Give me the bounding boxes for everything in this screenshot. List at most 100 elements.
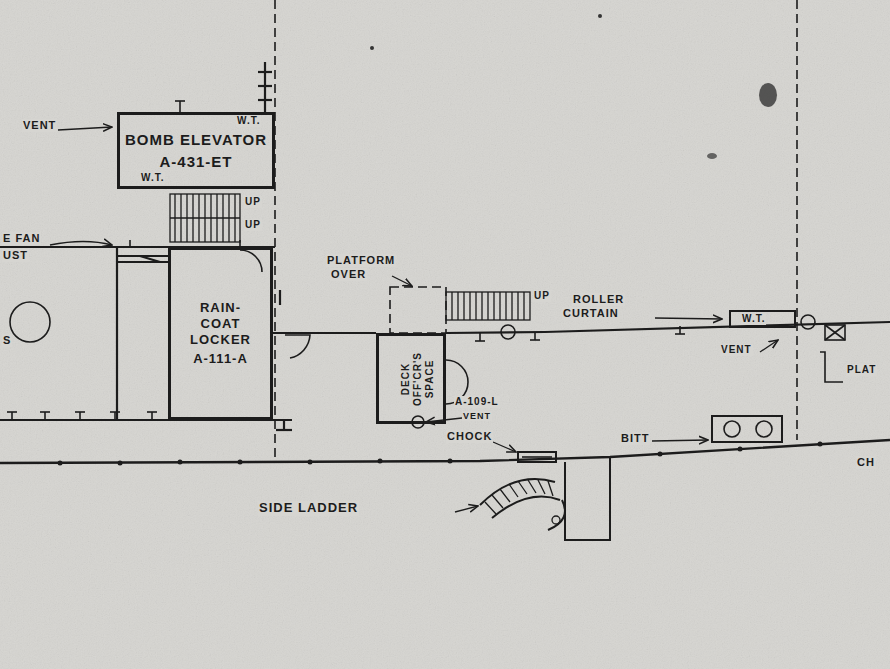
doors-fittings bbox=[712, 416, 782, 442]
stairs bbox=[446, 292, 530, 320]
plan-label: E FAN bbox=[2, 232, 41, 245]
doors-fittings bbox=[522, 456, 552, 458]
deck-edge-dots bbox=[658, 452, 663, 457]
doors-fittings bbox=[820, 352, 843, 382]
stairs bbox=[170, 194, 240, 242]
deck-edge-dots bbox=[308, 460, 313, 465]
leader-lines bbox=[455, 506, 478, 512]
plan-label: W.T. bbox=[741, 313, 766, 325]
plan-label: A-109-L bbox=[454, 396, 500, 408]
plan-label: VENT bbox=[22, 119, 57, 132]
room-name: BOMB ELEVATOR bbox=[125, 131, 267, 149]
leader-lines bbox=[50, 127, 778, 512]
bulkheads bbox=[116, 247, 118, 420]
deck-edge-dots bbox=[448, 459, 453, 464]
plan-label: ROLLER bbox=[572, 293, 625, 306]
deck-edge-dots bbox=[738, 447, 743, 452]
tick-marks bbox=[40, 411, 50, 413]
locker-box: RAIN- COAT LOCKER A-111-A bbox=[168, 247, 273, 420]
bulkheads bbox=[273, 332, 376, 334]
bulkheads bbox=[258, 99, 272, 101]
doors-fittings bbox=[756, 421, 772, 437]
deck-edge bbox=[0, 440, 890, 463]
tick-marks bbox=[530, 339, 540, 341]
room-number: A-431-ET bbox=[159, 153, 232, 171]
deck-edge-dots bbox=[378, 459, 383, 464]
leader-lines bbox=[760, 340, 778, 352]
plan-label: S bbox=[2, 334, 12, 347]
leader-lines bbox=[655, 318, 722, 319]
deck-edge-dots bbox=[58, 442, 823, 466]
side-ladder bbox=[552, 516, 560, 524]
leader-lines bbox=[58, 127, 112, 130]
doors-fittings bbox=[10, 250, 845, 462]
paper-texture bbox=[370, 46, 374, 50]
bulkheads bbox=[258, 85, 272, 87]
plan-label: PLATFORM bbox=[326, 254, 396, 267]
bulkheads bbox=[0, 62, 890, 430]
bulkheads bbox=[279, 290, 281, 305]
tick-marks bbox=[44, 412, 46, 420]
bulkheads bbox=[117, 261, 168, 263]
room-number: A-111-A bbox=[193, 351, 248, 367]
stairs bbox=[175, 194, 235, 242]
plan-label: VENT bbox=[720, 344, 753, 356]
bulkheads bbox=[140, 256, 160, 262]
tick-marks bbox=[129, 240, 131, 247]
tick-marks bbox=[151, 412, 153, 420]
plan-label: PLAT bbox=[846, 364, 877, 376]
deck-edge-dots bbox=[58, 461, 63, 466]
side-ladder bbox=[480, 457, 610, 540]
doors-fittings bbox=[825, 325, 845, 340]
deck-edge-dots bbox=[818, 442, 823, 447]
room-name: RAIN- COAT LOCKER bbox=[190, 300, 252, 347]
doors-fittings bbox=[240, 250, 262, 272]
tick-marks bbox=[479, 333, 481, 341]
frame-lines bbox=[390, 287, 446, 333]
plan-label: UP bbox=[244, 219, 262, 231]
plan-label: W.T. bbox=[236, 115, 261, 127]
plan-label: CH bbox=[856, 456, 876, 469]
frame-lines bbox=[796, 0, 798, 440]
tick-marks bbox=[79, 412, 81, 420]
plan-label: CURTAIN bbox=[562, 307, 620, 320]
paper-texture bbox=[707, 153, 717, 159]
frame-lines bbox=[275, 0, 797, 462]
doors-fittings bbox=[285, 335, 310, 358]
plan-label: VENT bbox=[462, 411, 492, 421]
deck-edge bbox=[0, 440, 890, 463]
leader-lines bbox=[392, 276, 412, 286]
plan-label: OVER bbox=[330, 268, 367, 281]
doors-fittings bbox=[825, 325, 845, 340]
plan-label: CHOCK bbox=[446, 430, 493, 443]
leader-lines bbox=[493, 442, 516, 452]
tick-marks bbox=[175, 100, 185, 102]
tick-marks bbox=[11, 412, 13, 420]
deck-edge-dots bbox=[238, 460, 243, 465]
tick-marks bbox=[7, 411, 17, 413]
leader-lines bbox=[50, 242, 112, 246]
bulkheads bbox=[258, 71, 272, 73]
tick-marks bbox=[110, 411, 120, 413]
doors-fittings bbox=[724, 421, 740, 437]
bulkheads bbox=[276, 429, 292, 431]
deck-edge-dots bbox=[178, 460, 183, 465]
side-ladder bbox=[548, 500, 565, 530]
doors-fittings bbox=[825, 325, 845, 340]
plan-label: BITT bbox=[620, 432, 650, 445]
tick-marks bbox=[675, 333, 685, 335]
paper-texture bbox=[759, 83, 777, 107]
doors-fittings bbox=[10, 302, 50, 342]
tick-marks bbox=[679, 326, 681, 334]
paper-texture bbox=[598, 14, 602, 18]
side-ladder bbox=[485, 480, 553, 514]
tick-marks bbox=[179, 101, 181, 112]
plan-label: UST bbox=[2, 249, 29, 262]
office-box: DECK OFF'CR'S SPACE bbox=[376, 333, 446, 424]
plan-label: W.T. bbox=[140, 172, 165, 184]
side-ladder bbox=[565, 457, 610, 540]
tick-marks bbox=[7, 101, 685, 420]
room-name: DECK OFF'CR'S SPACE bbox=[400, 348, 436, 410]
